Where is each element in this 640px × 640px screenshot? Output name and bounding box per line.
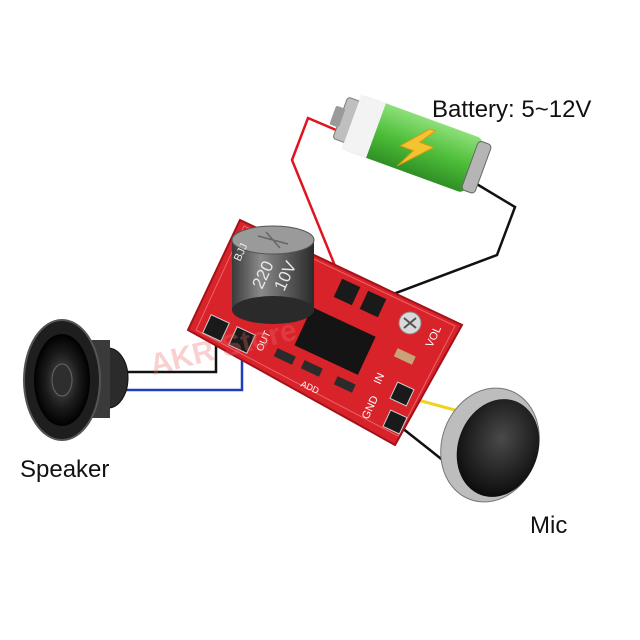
battery-terminal [329,106,346,128]
smd-capacitor [393,348,416,365]
volume-knob-slot [403,317,417,329]
smd-resistor-2 [300,360,323,377]
battery-cap-right [461,140,492,194]
mic-face [456,399,540,497]
pcb-highlight [195,225,456,437]
battery-white-band [341,94,386,158]
silk-in: IN [372,371,388,386]
mic-pad-gnd [382,409,408,435]
speaker-label: Speaker [20,456,110,483]
battery [329,94,492,194]
red-power-wire [290,116,348,294]
microphone [440,387,540,503]
mic-label: Mic [530,512,568,539]
lightning-bolt-icon [396,128,437,167]
speaker-pad-1 [202,314,230,342]
speaker-pad-2 [228,326,256,354]
electrolytic-capacitor: BJJ 220 10V [231,225,315,324]
power-header-pin-plus [333,278,361,306]
battery-label: Battery: 5~12V [432,96,592,123]
smd-resistor-3 [333,376,356,393]
speaker [23,319,129,441]
black-power-wire [371,178,517,304]
capacitor-vent-icon [257,231,289,249]
power-header-pin-minus [359,290,387,318]
mic-pad-in [389,381,415,407]
smd-resistor-1 [273,348,296,365]
speaker-dustcap [51,363,73,397]
ic-chip [294,307,376,375]
capacitor-bottom [232,296,314,324]
